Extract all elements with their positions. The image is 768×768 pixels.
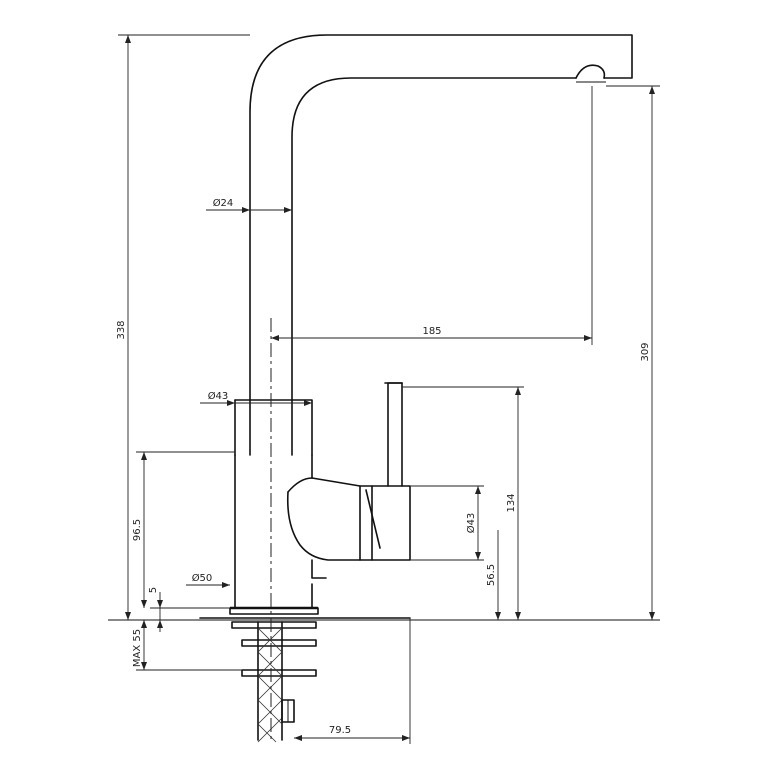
dim-body-height-label: 96.5 [132,519,143,541]
dim-max-deck-label: MAX 55 [132,629,143,667]
dim-total-height-label: 338 [116,320,127,339]
dim-spout-height-label: 309 [640,342,651,361]
faucet-outline [229,34,633,615]
dim-handle-axis-label: 56.5 [486,564,497,586]
dim-handle-total-label: 134 [506,493,517,512]
dim-base-diameter-label: Ø50 [192,572,213,584]
dim-body-diameter-label: Ø43 [208,390,229,402]
under-deck-fixings [231,621,317,743]
dim-base-ring-label: 5 [148,587,159,593]
dimension-lines [118,34,660,744]
dim-handle-diameter-label: Ø43 [465,513,477,534]
dim-spout-diameter-label: Ø24 [213,197,234,209]
dim-tail-offset-label: 79.5 [329,725,351,736]
dim-spout-reach-label: 185 [422,326,441,337]
